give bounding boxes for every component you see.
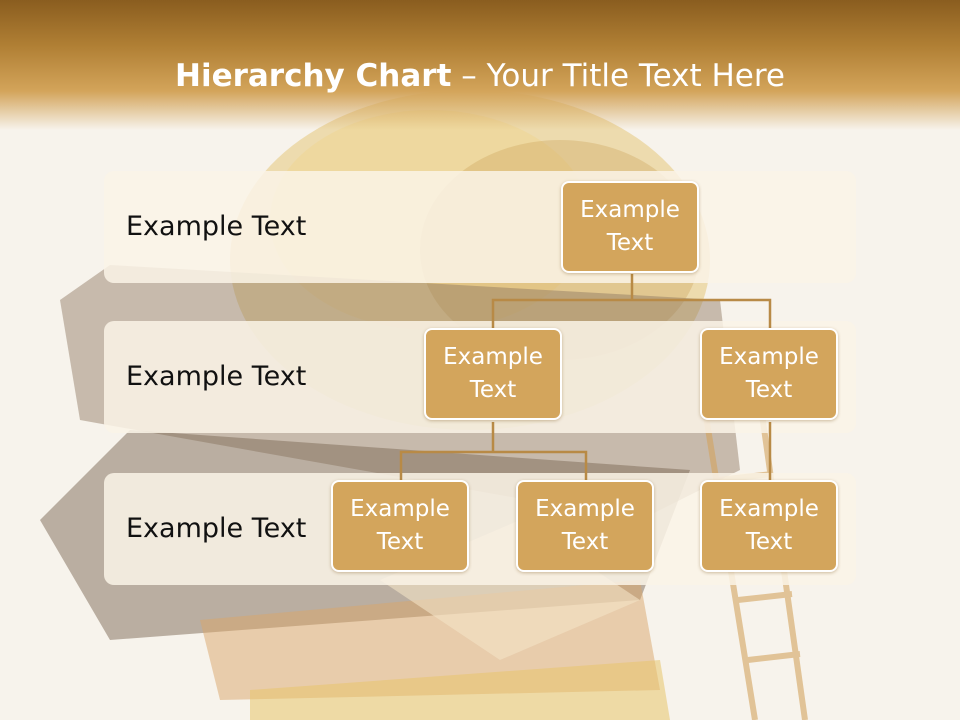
level-label-1: Example Text (126, 211, 307, 242)
title-banner (0, 0, 960, 130)
node-root: Example Text (561, 181, 699, 273)
node-level2-left: Example Text (424, 328, 562, 420)
node-level2-right: Example Text (700, 328, 838, 420)
page-title: Hierarchy Chart – Your Title Text Here (0, 56, 960, 96)
level-label-3: Example Text (126, 513, 307, 544)
level-label-2: Example Text (126, 361, 307, 392)
node-level3-c: Example Text (700, 480, 838, 572)
node-level3-a: Example Text (331, 480, 469, 572)
node-level3-b: Example Text (516, 480, 654, 572)
title-rest: – Your Title Text Here (451, 58, 785, 94)
level-band-1: Example Text (104, 171, 856, 283)
title-bold: Hierarchy Chart (175, 58, 452, 94)
